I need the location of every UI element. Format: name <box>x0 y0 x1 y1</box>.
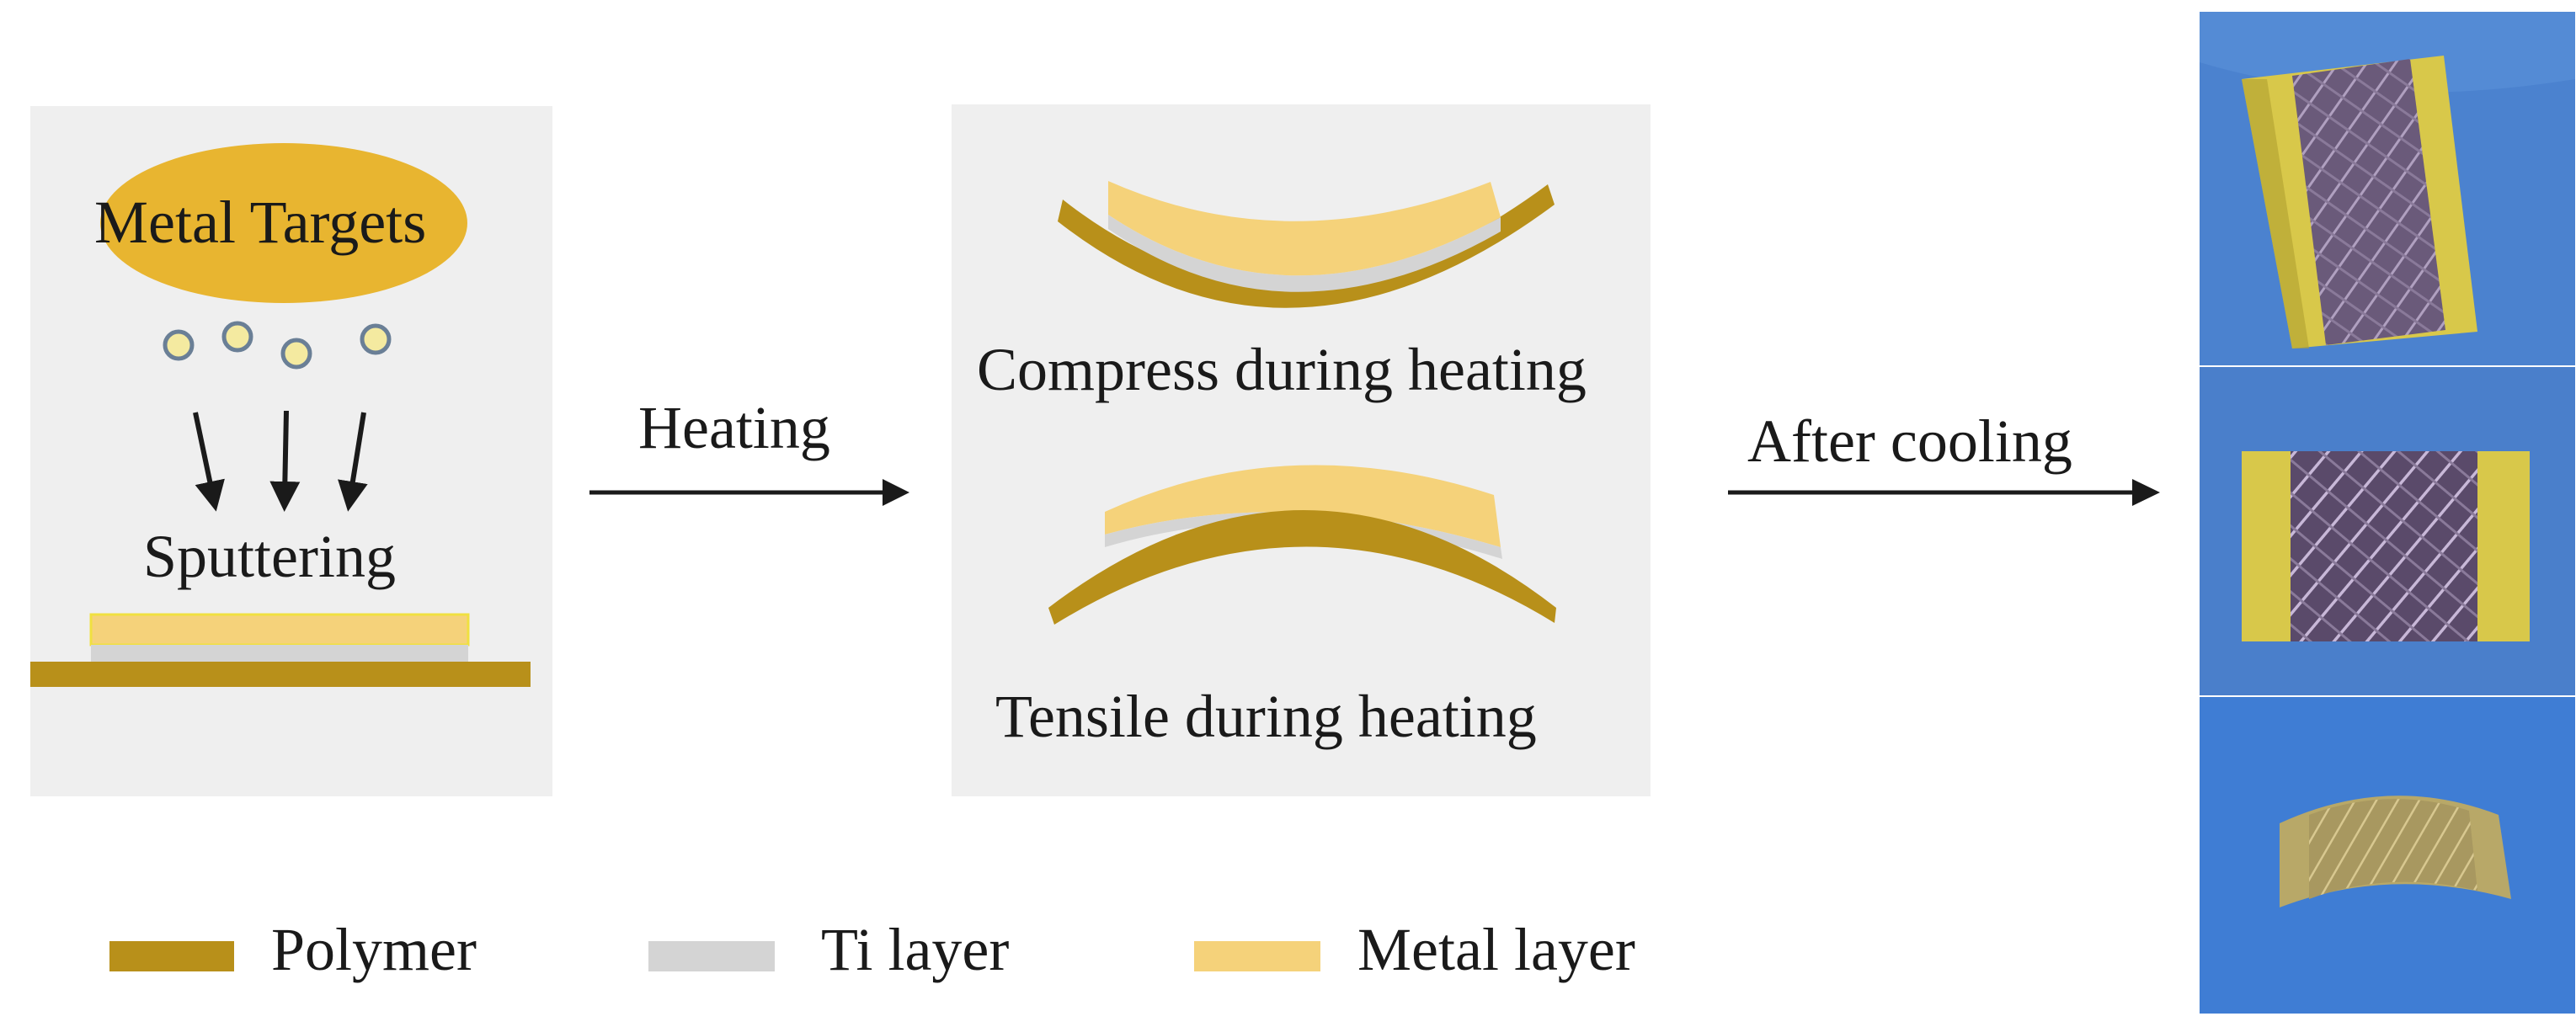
down-arrow <box>193 412 225 512</box>
tensile-label: Tensile during heating <box>995 683 1537 750</box>
compress-metal-layer <box>1108 181 1501 276</box>
particle <box>221 321 253 353</box>
compress-polymer-layer <box>1058 184 1555 308</box>
particle <box>163 329 195 361</box>
after-cooling-label: After cooling <box>1747 407 2072 475</box>
photo-sample-1 <box>2200 12 2575 365</box>
flat-metal-layer <box>89 613 470 647</box>
photo-sample-2 <box>2200 367 2575 695</box>
compress-label: Compress during heating <box>977 336 1587 403</box>
flat-polymer-layer <box>30 662 531 687</box>
legend-swatch-ti <box>648 941 775 971</box>
flat-ti-layer <box>91 645 468 662</box>
legend-label-polymer: Polymer <box>271 916 477 983</box>
legend-swatch-polymer <box>109 941 234 971</box>
down-arrow <box>338 412 368 512</box>
metal-targets-label: Metal Targets <box>94 189 427 256</box>
legend-label-metal: Metal layer <box>1357 916 1635 983</box>
down-arrow <box>269 410 301 512</box>
sputtering-label: Sputtering <box>143 523 396 590</box>
legend-label-ti: Ti layer <box>821 916 1010 983</box>
photo-sample-3 <box>2200 697 2575 1014</box>
legend-swatch-metal <box>1194 941 1320 971</box>
tensile-polymer-layer <box>1048 510 1556 625</box>
particle <box>360 323 392 355</box>
particle <box>280 338 312 370</box>
tensile-metal-layer <box>1105 465 1501 547</box>
compress-ti-layer <box>1108 215 1501 292</box>
tensile-ti-layer <box>1105 512 1502 559</box>
heating-label: Heating <box>638 394 830 461</box>
